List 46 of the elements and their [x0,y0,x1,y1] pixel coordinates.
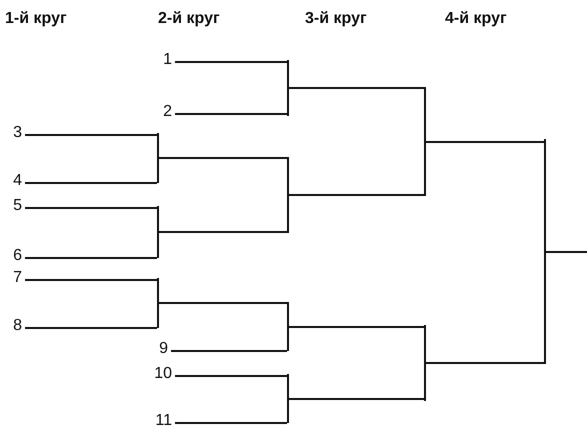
bracket-line [171,350,287,352]
round-heading: 1-й круг [5,10,67,28]
seed-number: 5 [0,197,22,215]
bracket-line [25,279,157,281]
bracket-line [25,134,157,136]
round-heading: 4-й круг [445,10,507,28]
bracket-line [159,302,287,304]
bracket-line [25,257,157,259]
bracket-line [25,207,157,209]
bracket-line [159,231,287,233]
bracket-line [157,133,159,183]
bracket-line [424,325,426,401]
bracket-line [289,398,424,400]
seed-number: 6 [0,247,22,265]
seed-number: 2 [146,103,172,121]
bracket-line [25,182,157,184]
bracket-line [175,422,287,424]
seed-number: 11 [146,412,172,427]
bracket-line [546,251,587,253]
seed-number: 1 [146,51,172,69]
seed-number: 4 [0,172,22,190]
bracket-line [544,139,546,364]
bracket-line [424,87,426,196]
bracket-line [426,141,544,143]
bracket-line [157,206,159,258]
bracket-line [289,87,424,89]
seed-number: 9 [142,340,168,358]
bracket-line [159,157,287,159]
seed-number: 10 [146,365,172,383]
bracket-line [25,327,157,329]
round-heading: 3-й круг [305,10,367,28]
round-heading: 2-й круг [158,10,220,28]
bracket-line [287,157,289,233]
bracket-line [175,113,287,115]
seed-number: 7 [0,269,22,287]
seed-number: 3 [0,124,22,142]
bracket-line [287,374,289,423]
bracket-line [157,278,159,328]
bracket-line [175,61,287,63]
bracket-line [426,362,544,364]
bracket-line [287,60,289,116]
bracket-line [287,302,289,351]
bracket-line [289,194,424,196]
seed-number: 8 [0,317,22,335]
bracket-line [289,326,424,328]
bracket-line [175,375,287,377]
